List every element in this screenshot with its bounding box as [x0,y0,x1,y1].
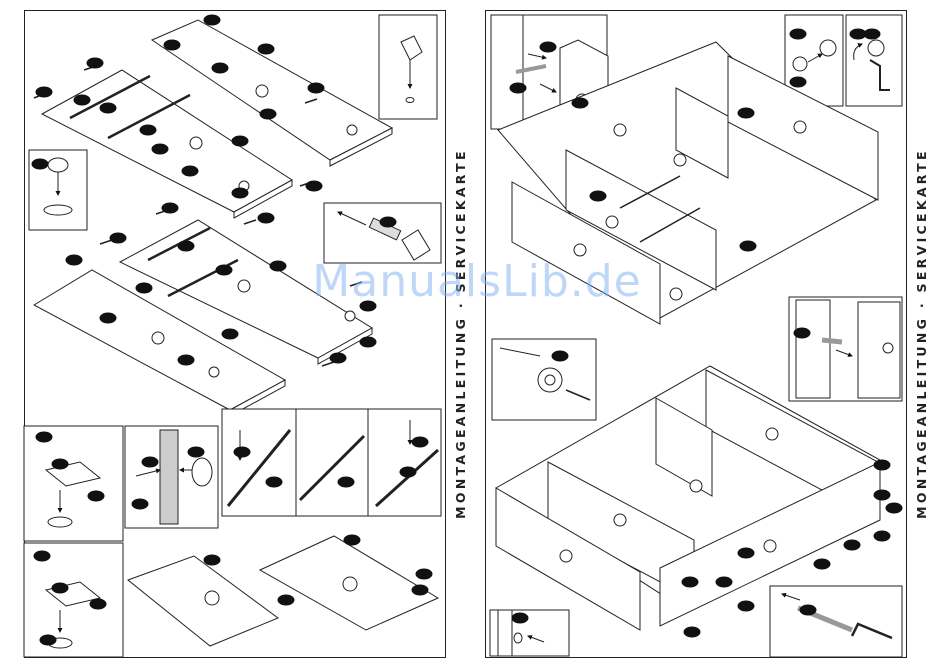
part-number-badge-icon [740,241,757,252]
part-number-badge-icon [270,261,287,272]
part-number-badge-icon [36,87,53,98]
part-number-badge-icon [338,477,355,488]
part-number-badge-icon [232,188,249,199]
part-number-badge-icon [874,490,891,501]
detail-box-dowel [324,203,441,263]
part-number-badge-icon [512,613,529,624]
part-number-badge-icon [232,136,249,147]
part-number-badge-icon [886,503,903,514]
part-number-badge-icon [40,635,57,646]
part-number-badge-icon [306,181,323,192]
detail-box-cam-top [379,15,437,119]
part-number-badge-icon [572,98,589,109]
part-number-badge-icon [344,535,361,546]
part-number-badge-icon [738,548,755,559]
part-number-badge-icon [380,217,397,228]
part-number-badge-icon [864,29,881,40]
part-number-badge-icon [234,447,251,458]
detail-row-drawer-slides [222,409,441,516]
part-number-badge-icon [90,599,107,610]
part-number-badge-icon [74,95,91,106]
part-number-badge-icon [590,191,607,202]
part-number-badge-icon [34,551,51,562]
part-number-badge-icon [716,577,733,588]
part-number-badge-icon [222,329,239,340]
part-number-badge-icon [412,585,429,596]
right-page-drawings [490,15,902,657]
part-number-badge-icon [360,337,377,348]
part-number-badge-icon [132,499,149,510]
part-number-badge-icon [790,77,807,88]
detail-box-plug [490,610,569,656]
part-number-badge-icon [88,491,105,502]
part-number-badge-icon [552,351,569,362]
part-number-badge-icon [52,459,69,470]
part-number-badge-icon [412,437,429,448]
panels-doors [128,536,438,646]
part-number-badge-icon [66,255,83,266]
part-number-badge-icon [162,203,179,214]
part-number-badge-icon [136,283,153,294]
part-number-badge-icon [874,460,891,471]
part-number-badge-icon [52,583,69,594]
detail-box-bolt-key [770,586,902,657]
part-number-badge-icon [416,569,433,580]
part-number-badge-icon [216,265,233,276]
part-number-badge-icon [790,29,807,40]
part-number-badge-icon [178,241,195,252]
part-number-badge-icon [100,103,117,114]
part-number-badge-icon [258,213,275,224]
part-number-badge-icon [278,595,295,606]
part-number-badge-icon [308,83,325,94]
part-number-badge-icon [540,42,557,53]
part-number-badge-icon [874,531,891,542]
part-number-badge-icon [260,109,277,120]
part-number-badge-icon [142,457,159,468]
part-number-badge-icon [738,108,755,119]
part-number-badge-icon [330,353,347,364]
part-number-badge-icon [152,144,169,155]
watermark-text: ManualsLib.de [292,256,662,307]
part-number-badge-icon [204,15,221,26]
part-number-badge-icon [182,166,199,177]
part-number-badge-icon [400,467,417,478]
part-number-badge-icon [844,540,861,551]
part-number-badge-icon [164,40,181,51]
part-number-badge-icon [87,58,104,69]
part-number-badge-icon [140,125,157,136]
part-number-badge-icon [188,447,205,458]
part-number-badge-icon [800,605,817,616]
detail-box-cam-screw [492,339,596,420]
part-number-badge-icon [738,601,755,612]
part-number-badge-icon [814,559,831,570]
part-number-badge-icon [212,63,229,74]
part-number-badge-icon [204,555,221,566]
part-number-badge-icon [258,44,275,55]
part-number-badge-icon [266,477,283,488]
part-number-badge-icon [36,432,53,443]
part-number-badge-icon [794,328,811,339]
detail-box-allen-key [846,15,902,106]
part-number-badge-icon [684,627,701,638]
part-number-badge-icon [510,83,527,94]
part-number-badge-icon [32,159,49,170]
part-number-badge-icon [110,233,127,244]
part-number-badge-icon [100,313,117,324]
part-number-badge-icon [682,577,699,588]
detail-box-dowel-right [789,297,902,401]
part-number-badge-icon [178,355,195,366]
